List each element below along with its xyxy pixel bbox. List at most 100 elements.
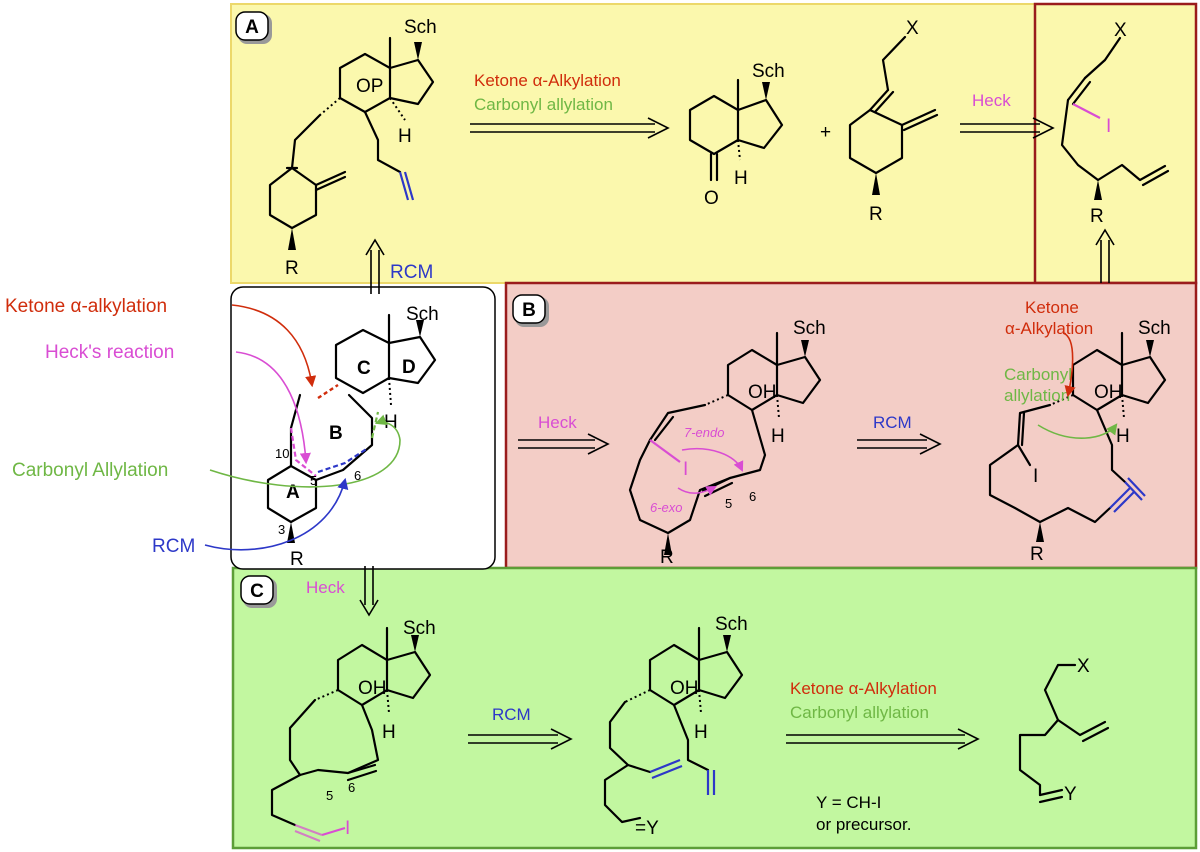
svg-text:Heck: Heck xyxy=(972,91,1011,110)
svg-text:R: R xyxy=(285,258,299,279)
panel-a-hydrindanone: Sch O H xyxy=(688,61,785,209)
target-molecule-box xyxy=(230,286,496,570)
svg-text:Carbonyl allylation: Carbonyl allylation xyxy=(474,95,613,114)
left-label-hecks-reaction: Heck's reaction xyxy=(45,342,174,363)
svg-text:6-exo: 6-exo xyxy=(650,500,683,515)
svg-text:OH: OH xyxy=(358,678,387,699)
target-ring-d-label: D xyxy=(402,357,416,378)
svg-text:OH: OH xyxy=(1094,382,1123,403)
panel-b-badge-label: B xyxy=(522,300,536,321)
panel-c-fragment: X Y xyxy=(1018,656,1110,805)
target-num-10: 10 xyxy=(275,446,289,461)
panel-c-y-definition-line2: or precursor. xyxy=(816,815,911,834)
panel-c-y-definition-line1: Y = CH-I xyxy=(816,793,881,812)
svg-text:Sch: Sch xyxy=(752,61,785,82)
panel-a-badge-label: A xyxy=(245,17,259,38)
target-ring-c-label: C xyxy=(357,358,371,379)
svg-text:6: 6 xyxy=(348,780,355,795)
panel-b-macrocycle: Sch OH H I R 7-endo 6-exo 5 6 xyxy=(628,318,826,568)
target-r-label: R xyxy=(290,549,304,570)
panel-a-o-label: O xyxy=(704,188,719,209)
target-ring-a-label: A xyxy=(286,482,300,503)
arrow-up-rcm-label: RCM xyxy=(390,262,433,283)
svg-text:I: I xyxy=(1033,466,1038,487)
target-num-5: 5 xyxy=(310,473,317,488)
target-sch-label: Sch xyxy=(406,304,439,325)
svg-text:allylation: allylation xyxy=(1004,386,1070,405)
svg-text:H: H xyxy=(771,426,785,447)
svg-text:5: 5 xyxy=(725,496,732,511)
panel-c-badge: C xyxy=(240,575,277,608)
panel-b-oh-label: OH xyxy=(748,382,777,403)
panel-a-background xyxy=(230,3,1036,284)
svg-text:H: H xyxy=(694,722,708,743)
ketone-alkylation-arrow xyxy=(231,304,317,388)
svg-text:X: X xyxy=(1114,20,1127,41)
svg-text:7-endo: 7-endo xyxy=(684,425,724,440)
svg-text:H: H xyxy=(398,126,412,147)
svg-text:=Y: =Y xyxy=(635,818,659,839)
panel-a-reaction-arrow-2: Heck xyxy=(960,91,1055,139)
svg-text:R: R xyxy=(869,204,883,225)
panel-b-acyclic-precursor: Sch OH H I R Carbonyl allylation Ketone … xyxy=(988,298,1171,565)
panel-a-heck-product: X I R xyxy=(1060,20,1170,227)
svg-text:X: X xyxy=(906,18,919,39)
panel-c-background xyxy=(231,566,1198,850)
svg-text:H: H xyxy=(382,722,396,743)
svg-text:α-Alkylation: α-Alkylation xyxy=(1005,319,1093,338)
panel-c-diene: Sch OH H =Y xyxy=(603,614,748,839)
svg-text:RCM: RCM xyxy=(492,705,531,724)
panel-a-op-label: OP xyxy=(356,76,383,97)
panel-b-reaction-arrow-2: RCM xyxy=(857,413,942,455)
svg-text:Carbonyl allylation: Carbonyl allylation xyxy=(790,703,929,722)
svg-text:Sch: Sch xyxy=(793,318,826,339)
left-label-carbonyl-allylation: Carbonyl Allylation xyxy=(12,460,168,481)
panel-b-background xyxy=(504,281,1198,570)
svg-text:RCM: RCM xyxy=(873,413,912,432)
panel-a-a-ring-fragment: X R xyxy=(848,18,939,225)
svg-text:Ketone α-Alkylation: Ketone α-Alkylation xyxy=(790,679,937,698)
panel-c-tricycle: Sch OH H I 5 6 xyxy=(270,618,436,843)
panel-a-plus: + xyxy=(820,122,831,143)
svg-text:Sch: Sch xyxy=(404,17,437,38)
svg-text:Y: Y xyxy=(1064,784,1077,805)
target-num-6: 6 xyxy=(354,468,361,483)
svg-text:H: H xyxy=(1116,426,1130,447)
panel-a-precursor: Sch OP H R xyxy=(268,17,437,279)
svg-text:R: R xyxy=(1090,206,1104,227)
panel-c-reaction-arrow-2: Ketone α-Alkylation Carbonyl allylation xyxy=(786,679,980,750)
svg-text:X: X xyxy=(1077,656,1090,677)
svg-text:H: H xyxy=(734,168,748,189)
svg-text:Carbonyl: Carbonyl xyxy=(1004,365,1072,384)
svg-text:I: I xyxy=(1106,116,1111,137)
panel-a-badge: A xyxy=(235,11,272,44)
svg-text:Heck: Heck xyxy=(538,413,577,432)
left-label-rcm: RCM xyxy=(152,536,195,557)
panel-c-reaction-arrow-1: RCM xyxy=(468,705,573,750)
panel-c-badge-label: C xyxy=(250,581,264,602)
rcm-arrow xyxy=(204,477,349,551)
svg-text:Ketone: Ketone xyxy=(1025,298,1079,317)
panel-a-reaction-arrow-1: Ketone α-Alkylation Carbonyl allylation xyxy=(470,71,670,139)
svg-text:5: 5 xyxy=(326,788,333,803)
svg-text:R: R xyxy=(1030,544,1044,565)
arrow-up-to-panel-a: RCM xyxy=(365,238,433,294)
arrow-down-to-panel-c: Heck xyxy=(306,566,379,617)
svg-text:Sch: Sch xyxy=(715,614,748,635)
left-label-ketone-alkylation: Ketone α-alkylation xyxy=(5,296,167,317)
arrow-b-to-a xyxy=(1095,228,1115,283)
heck-reaction-arrow xyxy=(235,351,311,465)
svg-text:Sch: Sch xyxy=(1138,318,1171,339)
svg-text:I: I xyxy=(345,818,350,839)
panel-b-reaction-arrow-1: Heck xyxy=(518,413,610,455)
svg-text:Sch: Sch xyxy=(403,618,436,639)
svg-text:I: I xyxy=(683,459,688,480)
panel-b-badge: B xyxy=(512,294,549,327)
svg-text:6: 6 xyxy=(749,489,756,504)
svg-text:Ketone α-Alkylation: Ketone α-Alkylation xyxy=(474,71,621,90)
arrow-down-heck-label: Heck xyxy=(306,578,345,597)
carbonyl-allylation-arrow xyxy=(209,414,401,488)
svg-text:R: R xyxy=(660,547,674,568)
target-num-3: 3 xyxy=(278,522,285,537)
